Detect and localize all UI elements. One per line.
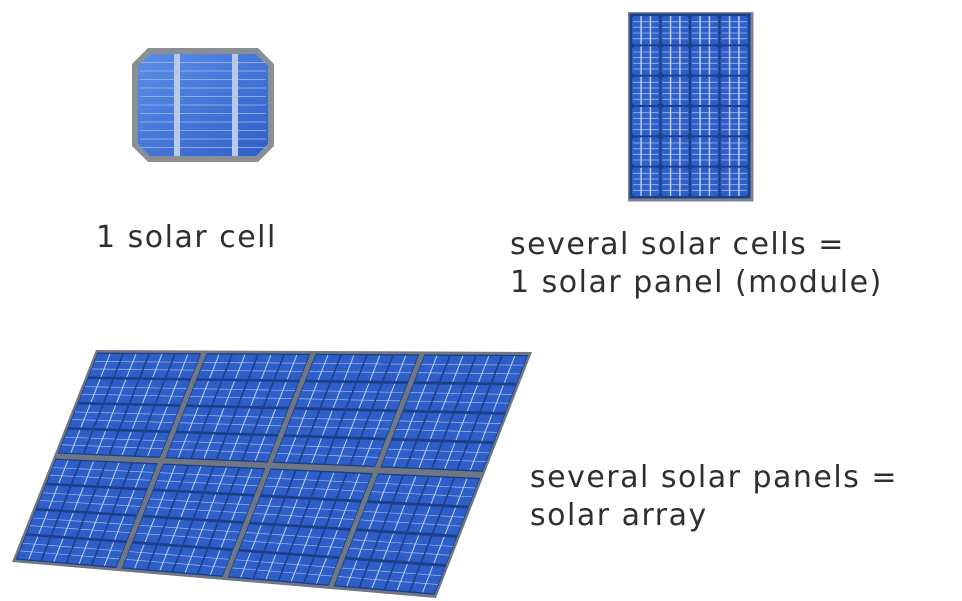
panel-cell [691, 76, 719, 105]
panel-cell [691, 107, 719, 136]
panel-cell [661, 16, 689, 45]
panel-cell [720, 76, 748, 105]
cell-busbar [174, 54, 180, 156]
panel-cell [661, 76, 689, 105]
panel-cell [632, 46, 660, 75]
solar-cell-icon [132, 48, 274, 162]
panel-cell [691, 46, 719, 75]
panel-cell [720, 16, 748, 45]
cell-busbar [232, 54, 238, 156]
panel-cell [632, 167, 660, 196]
solar-panel-caption-line-2: 1 solar panel (module) [510, 265, 883, 300]
panel-cell [720, 167, 748, 196]
panel-cell [632, 16, 660, 45]
panel-cell [661, 46, 689, 75]
solar-panel-icon [628, 12, 754, 202]
solar-cell-caption-text: 1 solar cell [96, 220, 277, 255]
panel-cell [632, 107, 660, 136]
panel-cell [720, 137, 748, 166]
solar-array-caption: several solar panels = solar array [530, 459, 898, 535]
solar-array-caption-line-1: several solar panels = [530, 460, 898, 495]
panel-cell [661, 107, 689, 136]
solar-panel-caption: several solar cells = 1 solar panel (mod… [510, 226, 883, 302]
panel-cell [632, 76, 660, 105]
solar-array-caption-line-2: solar array [530, 498, 708, 533]
solar-cell-caption: 1 solar cell [96, 219, 277, 257]
solar-panel-caption-line-1: several solar cells = [510, 227, 845, 262]
panel-cell [691, 137, 719, 166]
panel-cell [632, 137, 660, 166]
panel-cell [720, 46, 748, 75]
panel-cell [691, 167, 719, 196]
panel-cell [691, 16, 719, 45]
solar-array-icon [12, 350, 532, 598]
panel-cell [720, 107, 748, 136]
panel-cell [661, 167, 689, 196]
panel-cell [661, 137, 689, 166]
